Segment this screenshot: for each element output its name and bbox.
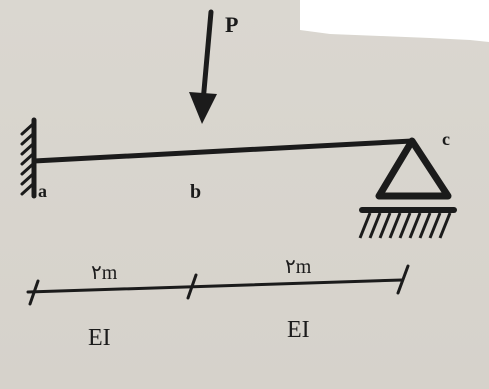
span-bc-length-label: ٢m xyxy=(285,256,312,278)
node-label-c: c xyxy=(442,129,450,149)
fixed-support-icon xyxy=(20,117,37,199)
dimension-tick-a xyxy=(28,279,40,306)
span-ab-length-label: ٢m xyxy=(91,262,118,284)
dimension-line xyxy=(26,264,410,306)
node-label-a: a xyxy=(38,181,47,201)
dimension-tick-b xyxy=(186,273,198,300)
span-bc-stiffness-label: EI xyxy=(287,317,310,343)
dimension-tick-c xyxy=(396,264,410,295)
load-label: P xyxy=(225,12,239,37)
paper-patch xyxy=(300,0,489,42)
load-arrow-icon xyxy=(189,9,217,124)
node-label-b: b xyxy=(190,181,202,203)
pin-support-icon xyxy=(358,137,457,239)
beam-line xyxy=(31,138,415,164)
span-ab-stiffness-label: EI xyxy=(88,325,111,351)
